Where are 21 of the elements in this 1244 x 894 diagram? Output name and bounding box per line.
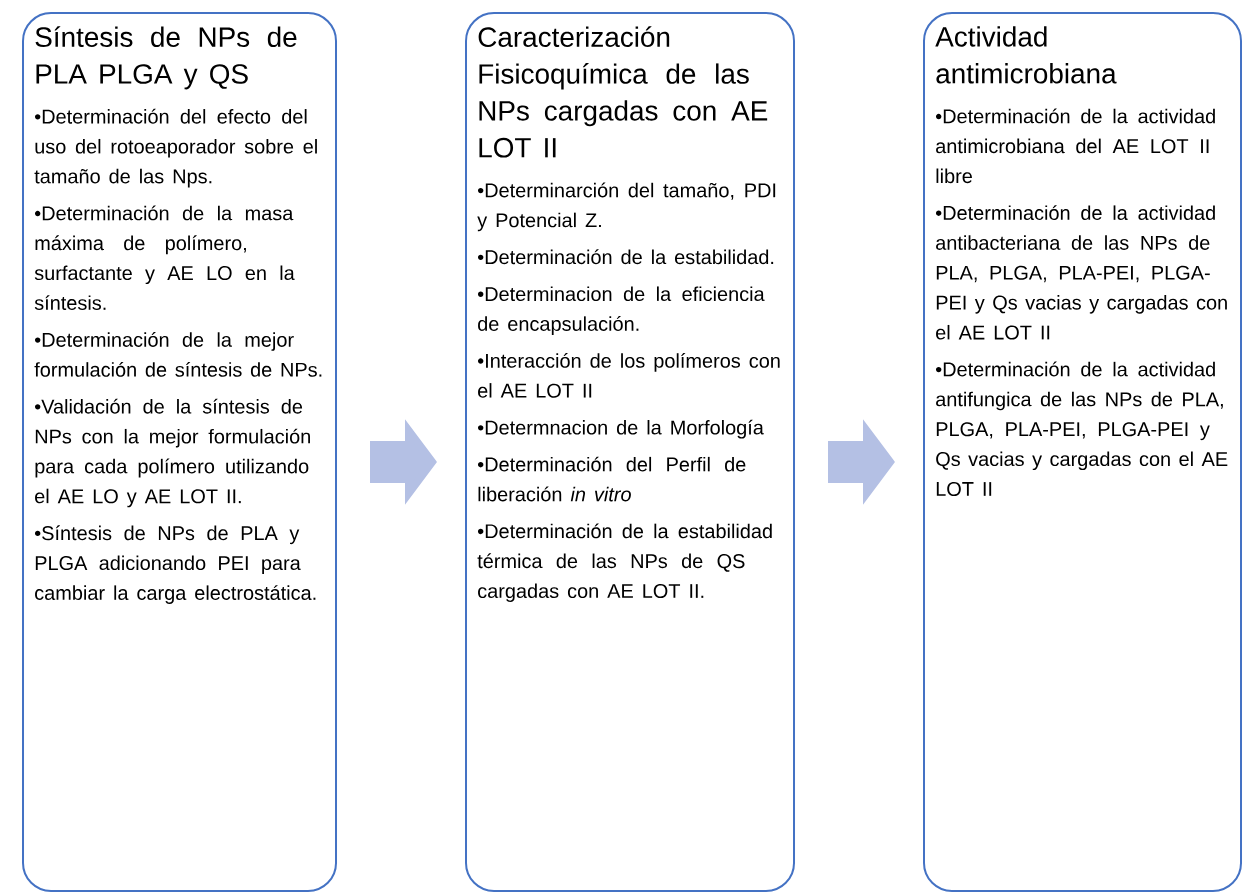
process-column (923, 12, 1242, 892)
bullet-text: •Síntesis de NPs de PLA y PLGA adicionando PEI para cambiar la carga electrostática. (35, 525, 316, 604)
bullet-text: •Determinación de la actividad antibacteriana de las NPs de PLA, PLGA, PLA-PEI, PLGA-PEI y Qs vacias y cargadas con el AE LOT II (936, 205, 1227, 340)
bullet-text: •Determinación del efecto del uso del rotoeaporador sobre el tamaño de las Nps. (34, 108, 317, 188)
bullet-text: •Determinación de la estabilidad térmica de las NPs de QS cargadas con AE LOT II. (477, 523, 772, 602)
column-heading: Síntesis de NPs de PLA PLGA y QS (35, 26, 297, 90)
bullet-text: •Interacción de los polímeros con el AE LOT II (478, 353, 780, 398)
bullet-text: •Determnacion de la Morfología (478, 419, 764, 439)
bullet-text: •Determinación de la masa máxima de polímero, surfactante y AE LO en la síntesis. (34, 205, 295, 310)
process-column (22, 12, 337, 892)
bullet-text: •Determinación de la actividad antifungica de las NPs de PLA, PLGA, PLA-PEI, PLGA-PEI y Qs vacias y cargadas con el AE LOT II (936, 361, 1228, 496)
bullet-text: •Determinación de la actividad antimicrobiana del AE LOT II libre (936, 108, 1215, 184)
process-column (465, 12, 795, 892)
bullet-text: •Determinación del Perfil de liberación in vitro (478, 456, 746, 502)
bullet-text: •Determinación de la estabilidad. (478, 249, 774, 265)
bullet-text: •Validación de la síntesis de NPs con la mejor formulación para cada polímero utilizando el AE LO y AE LOT II. (35, 398, 310, 508)
column-heading: Actividad antimicrobiana (935, 26, 1117, 84)
bullet-text: •Determinación de la mejor formulación de síntesis de NPs. (34, 332, 322, 377)
column-heading: Caracterización Fisicoquímica de las NPs cargadas con AE LOT II (478, 26, 768, 158)
bullet-text: •Determinacion de la eficiencia de encapsulación. (478, 286, 765, 335)
bullet-text: •Determinarción del tamaño, PDI y Potencial Z. (477, 182, 776, 232)
